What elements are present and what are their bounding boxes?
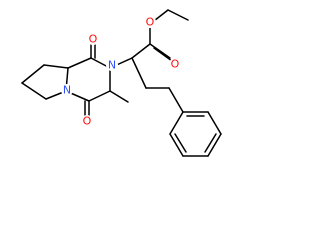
bond xyxy=(169,133,184,157)
bond xyxy=(174,133,187,153)
atom-label-group: O O O O N N xyxy=(61,16,181,128)
pyrrolidine-ring xyxy=(21,64,69,100)
bond xyxy=(153,47,173,62)
bond xyxy=(131,57,147,89)
atom-label-background xyxy=(106,59,118,71)
bond xyxy=(109,90,129,103)
bond xyxy=(204,133,217,153)
bond xyxy=(207,111,222,135)
atom-label-background xyxy=(169,58,181,70)
atom-label-nitrogen-ring-junction: N xyxy=(63,84,71,97)
atom-label-background xyxy=(81,115,93,127)
atom-label-background xyxy=(144,16,156,28)
atom-label-oxygen-bottom-carbonyl: O xyxy=(83,115,92,128)
bond xyxy=(131,43,151,59)
bond xyxy=(21,82,47,100)
bond xyxy=(169,111,184,135)
atom-label-oxygen-ester-carbonyl: O xyxy=(171,58,180,71)
bond xyxy=(21,64,45,84)
phenyl-ring xyxy=(169,111,222,157)
bond xyxy=(149,43,171,59)
molecule-structure-diagram: O O O O N N xyxy=(21,9,222,157)
atom-label-background xyxy=(61,84,73,96)
bond xyxy=(168,87,184,113)
bond xyxy=(207,133,222,157)
atom-label-nitrogen-amide: N xyxy=(108,59,116,72)
bond xyxy=(167,9,189,21)
bond xyxy=(88,90,111,102)
bond xyxy=(67,57,92,69)
bond xyxy=(43,64,69,69)
diketopiperazine-ring xyxy=(65,57,111,102)
atom-label-oxygen-ester-ether: O xyxy=(146,16,155,29)
atom-label-oxygen-top-carbonyl: O xyxy=(89,33,98,46)
atom-label-background xyxy=(87,33,99,45)
